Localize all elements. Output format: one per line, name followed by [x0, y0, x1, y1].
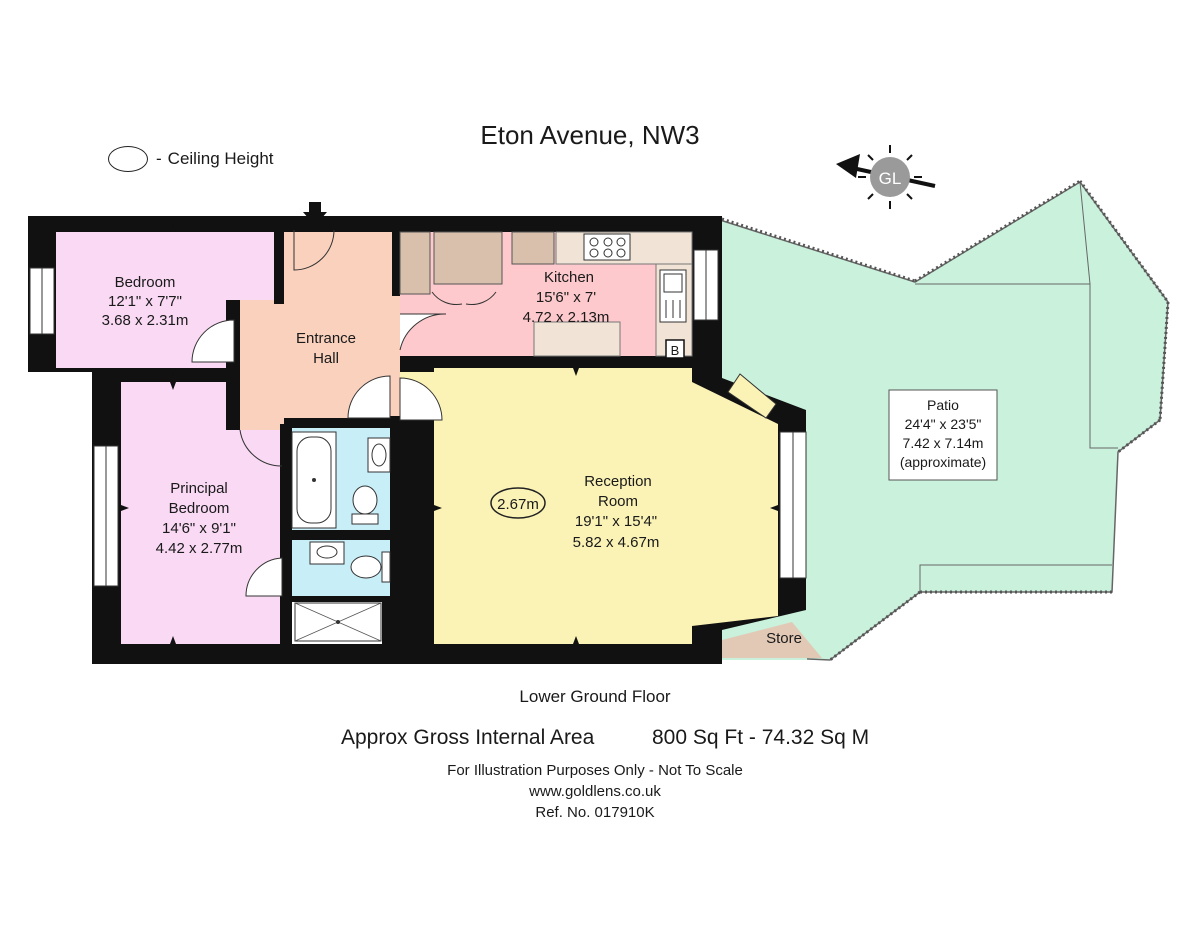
principal-bedroom-label: Principal Bedroom 14'6" x 9'1" 4.42 x 2.… — [156, 480, 243, 557]
svg-text:3.68 x 2.31m: 3.68 x 2.31m — [102, 312, 189, 329]
shower-tray-icon — [294, 602, 382, 642]
svg-text:2.67m: 2.67m — [497, 496, 539, 513]
svg-text:Principal: Principal — [170, 480, 228, 497]
svg-text:Patio: Patio — [927, 397, 959, 413]
svg-text:Kitchen: Kitchen — [544, 269, 594, 286]
floor-label: Lower Ground Floor — [519, 687, 671, 706]
hob-icon — [583, 233, 631, 261]
legend-dash: - — [156, 149, 162, 168]
patio-label: Patio 24'4" x 23'5" 7.42 x 7.14m (approx… — [888, 389, 998, 481]
area-label: Approx Gross Internal Area — [341, 726, 595, 749]
svg-text:Bedroom: Bedroom — [169, 500, 230, 517]
plan-title: Eton Avenue, NW3 — [480, 120, 700, 150]
toilet-icon — [351, 485, 379, 525]
store-label: Store — [766, 630, 802, 647]
basin-icon — [367, 437, 391, 473]
svg-text:14'6" x 9'1": 14'6" x 9'1" — [162, 520, 236, 537]
svg-text:(approximate): (approximate) — [900, 454, 986, 470]
sink-icon — [659, 269, 687, 323]
compass-label: GL — [879, 169, 902, 188]
svg-text:Entrance: Entrance — [296, 330, 356, 347]
svg-text:24'4" x 23'5": 24'4" x 23'5" — [905, 416, 982, 432]
reference-number: Ref. No. 017910K — [535, 804, 655, 821]
svg-text:19'1" x 15'4": 19'1" x 15'4" — [575, 513, 657, 530]
svg-text:7.42 x 7.14m: 7.42 x 7.14m — [903, 435, 984, 451]
disclaimer: For Illustration Purposes Only - Not To … — [447, 762, 743, 779]
ellipse-icon — [108, 146, 148, 172]
legend-label: Ceiling Height — [167, 149, 274, 168]
reception-room-area — [434, 368, 778, 644]
reception-room-label: Reception Room 19'1" x 15'4" 5.82 x 4.67… — [573, 473, 660, 551]
svg-text:Reception: Reception — [584, 473, 652, 490]
bathtub-icon — [291, 431, 337, 529]
compass-icon: GL — [836, 145, 936, 209]
kitchen-label: Kitchen 15'6" x 7' 4.72 x 2.13m — [523, 269, 610, 326]
svg-text:4.72 x 2.13m: 4.72 x 2.13m — [523, 309, 610, 326]
bedroom-label: Bedroom 12'1" x 7'7" 3.68 x 2.31m — [102, 274, 189, 329]
ceiling-height-legend: - Ceiling Height — [108, 146, 274, 172]
website-link[interactable]: www.goldlens.co.uk — [529, 783, 661, 800]
entrance-hall-area — [240, 232, 400, 430]
svg-text:Room: Room — [598, 493, 638, 510]
area-value: 800 Sq Ft - 74.32 Sq M — [652, 726, 870, 749]
svg-text:4.42 x 2.77m: 4.42 x 2.77m — [156, 540, 243, 557]
svg-text:15'6" x 7': 15'6" x 7' — [536, 289, 596, 306]
svg-text:Hall: Hall — [313, 350, 339, 367]
entrance-hall-label: Entrance Hall — [296, 330, 356, 367]
svg-text:12'1" x 7'7": 12'1" x 7'7" — [108, 293, 182, 310]
store-area — [722, 622, 822, 658]
ceiling-height-marker: 2.67m — [490, 487, 546, 519]
wc-toilet-icon — [350, 551, 391, 583]
svg-text:5.82 x 4.67m: 5.82 x 4.67m — [573, 534, 660, 551]
boiler-label: B — [671, 343, 680, 358]
svg-text:Bedroom: Bedroom — [115, 274, 176, 291]
wc-basin-icon — [309, 541, 345, 565]
